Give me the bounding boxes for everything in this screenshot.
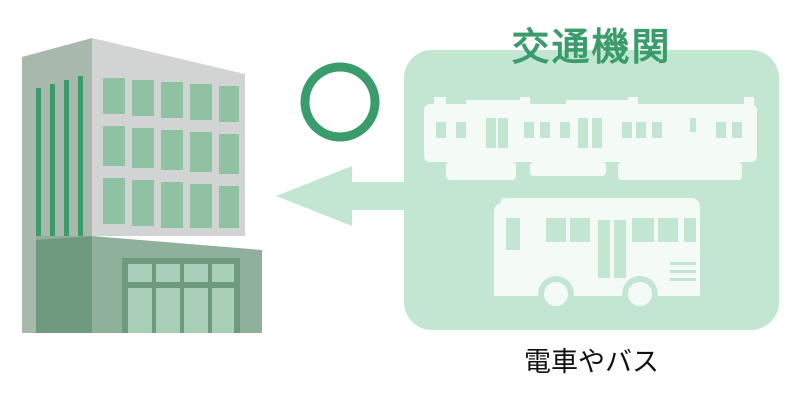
transport-caption: 電車やバス (524, 347, 659, 378)
office-building-icon (22, 38, 262, 333)
circle-mark-icon (300, 62, 380, 142)
train-icon (424, 97, 757, 180)
transport-title: 交通機関 (511, 25, 672, 69)
bus-icon (494, 198, 700, 312)
arrow-left-icon (276, 166, 410, 226)
